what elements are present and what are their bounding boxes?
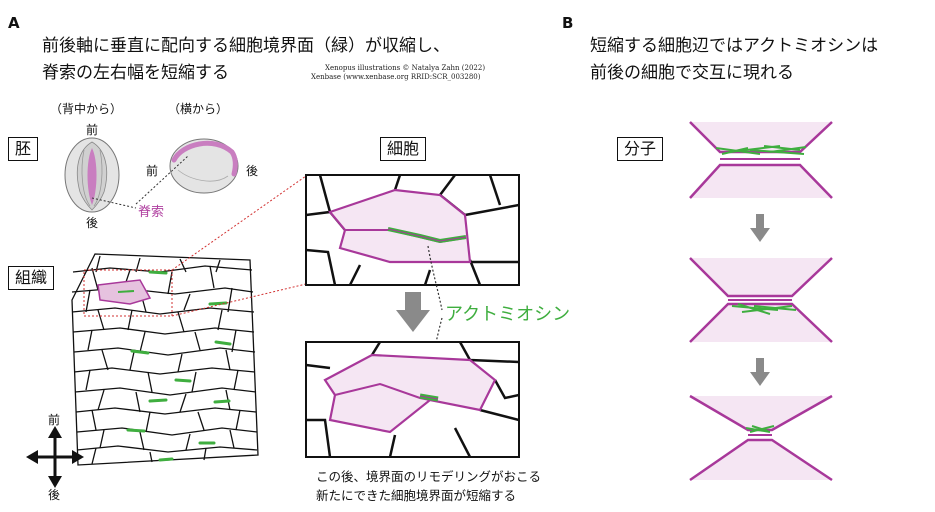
tissue-green-junctions	[126, 270, 232, 462]
panel-a-title-line2: 脊索の左右幅を短縮する	[42, 63, 229, 83]
cell-panel-after	[305, 341, 520, 458]
credit-line1: Xenopus illustrations © Natalya Zahn (20…	[325, 64, 486, 72]
molecule-label: 分子	[617, 137, 664, 161]
axis-posterior-label: 後	[48, 488, 61, 502]
notochord-label: 脊索	[138, 205, 165, 220]
caption-line1: この後、境界面のリモデリングがおこる	[316, 469, 542, 484]
view-lateral-label: （横から）	[168, 102, 229, 116]
lateral-anterior-label: 前	[146, 164, 159, 178]
actomyosin-label: アクトミオシン	[445, 304, 571, 325]
stage-arrow-1-icon	[750, 214, 770, 242]
view-dorsal-label: （背中から）	[50, 102, 123, 116]
lateral-posterior-label: 後	[246, 164, 259, 178]
dorsal-anterior-label: 前	[86, 123, 99, 137]
tissue-highlight-junction	[117, 290, 135, 293]
axis-cross-icon	[26, 426, 84, 488]
cell-label: 細胞	[380, 137, 427, 161]
molecule-stage-2	[689, 257, 833, 343]
stage-arrow-2-icon	[750, 358, 770, 386]
embryo-lateral-view	[169, 138, 239, 194]
axis-anterior-label: 前	[48, 413, 61, 427]
zoom-box	[83, 269, 173, 317]
notochord-pointer-dorsal	[91, 197, 137, 209]
panel-b-title-line1: 短縮する細胞辺ではアクトミオシンは	[590, 36, 879, 56]
molecule-stage-1	[689, 121, 833, 199]
embryo-label: 胚	[8, 137, 39, 161]
panel-b-letter: B	[562, 14, 574, 32]
transition-arrow-icon	[396, 292, 430, 332]
molecule-stage-3	[689, 394, 833, 482]
panel-a-letter: A	[8, 14, 20, 32]
caption-line2: 新たにできた細胞境界面が短縮する	[316, 488, 517, 503]
embryo-dorsal-view	[64, 137, 120, 213]
credit-line2: Xenbase (www.xenbase.org RRID:SCR_003280…	[311, 73, 481, 81]
cell-panel-before	[305, 174, 520, 286]
panel-a-title-line1: 前後軸に垂直に配向する細胞境界面（緑）が収縮し、	[42, 36, 450, 56]
tissue-label: 組織	[8, 266, 55, 290]
zoom-line-bottom	[171, 283, 307, 317]
panel-b-title-line2: 前後の細胞で交互に現れる	[590, 63, 794, 83]
zoom-line-top	[171, 175, 307, 271]
dorsal-posterior-label: 後	[86, 216, 99, 230]
